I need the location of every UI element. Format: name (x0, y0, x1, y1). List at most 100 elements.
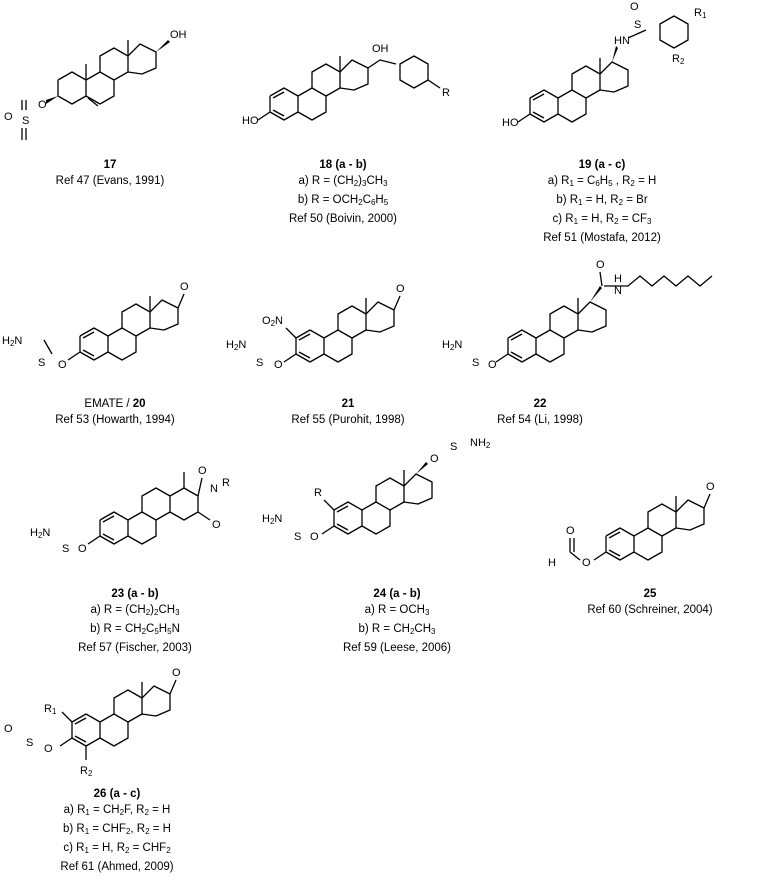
option-24a: a) R = OCH3 (364, 604, 430, 617)
caption-17: 17 Ref 47 (Evans, 1991) (40, 157, 180, 189)
compound-number-18: 18 (a - b) (319, 159, 367, 171)
c21-s-label: S (256, 357, 263, 369)
compound-number-24: 24 (a - b) (373, 588, 421, 600)
c24-r-label: R (314, 487, 322, 499)
c19-hn-label: HN (614, 35, 630, 47)
c23-h2n-label: H2N (30, 527, 50, 540)
c26-r2-label: R2 (80, 765, 93, 778)
c22-h2n-label: H2N (442, 339, 462, 352)
caption-26: 26 (a - c) a) R1 = CH2F, R2 = H b) R1 = … (42, 786, 192, 875)
c21-no2-label: O2N (262, 315, 283, 328)
reference-18: Ref 50 (Boivin, 2000) (288, 213, 398, 225)
c24-o-label: O (430, 453, 439, 465)
option-26b: b) R1 = CHF2, R2 = H (63, 823, 171, 836)
c24-s2-label: S (294, 531, 301, 543)
reference-25: Ref 60 (Schreiner, 2004) (587, 604, 713, 616)
c18-ho-label: HO (242, 115, 259, 127)
c23-s-label: S (62, 543, 69, 555)
c20-o-label: O (58, 359, 67, 371)
compound-number-21: 21 (341, 398, 355, 410)
c26-om-label: O (4, 723, 13, 735)
caption-24: 24 (a - b) a) R = OCH3 b) R = CH2CH3 Ref… (332, 586, 462, 656)
option-23b: b) R = CH2C5H5N (90, 623, 180, 636)
reference-21: Ref 55 (Purohit, 1998) (291, 414, 405, 426)
c22-o-label: O (596, 259, 605, 271)
c22-n-label: N (614, 285, 622, 297)
compound-number-19: 19 (a - c) (578, 159, 626, 171)
reference-22: Ref 54 (Li, 1998) (497, 414, 583, 426)
compound-number-17: 17 (103, 159, 117, 171)
c26-keto-o: O (172, 667, 181, 679)
c26-o-label: O (44, 743, 53, 755)
c22-s-label: S (472, 357, 479, 369)
c17-oh-label: OH (170, 29, 187, 41)
caption-19: 19 (a - c) a) R1 = C6H5 , R2 = H b) R1 =… (512, 157, 692, 246)
reference-23: Ref 57 (Fischer, 2003) (78, 642, 192, 654)
c25-h-label: H (548, 557, 556, 569)
option-19b: b) R1 = H, R2 = Br (556, 194, 648, 207)
compound-number-23: 23 (a - b) (111, 588, 159, 600)
option-24b: b) R = CH2CH3 (358, 623, 436, 636)
caption-21: 21 Ref 55 (Purohit, 1998) (278, 396, 418, 428)
c26-r1-label: R1 (44, 703, 57, 716)
c23-o-bottom: O (212, 519, 221, 531)
c25-o-label: O (566, 525, 575, 537)
caption-18: 18 (a - b) a) R = (CH2)3CH3 b) R = OCH2C… (268, 157, 418, 227)
c17-s-label: S (22, 115, 29, 127)
c23-n-label: N (210, 483, 218, 495)
option-26c: c) R1 = H, R2 = CHF2 (63, 842, 171, 855)
option-18a: a) R = (CH2)3CH3 (298, 175, 388, 188)
reference-24: Ref 59 (Leese, 2006) (342, 642, 452, 654)
c18-r-label: R (442, 87, 450, 99)
c22-o2-label: O (488, 359, 497, 371)
c25-o2-label: O (582, 557, 591, 569)
c19-r2-label: R2 (672, 53, 685, 66)
compound-name-20: EMATE / 20 (84, 398, 146, 410)
c19-s-label: S (634, 19, 641, 31)
caption-25: 25 Ref 60 (Schreiner, 2004) (580, 586, 720, 618)
c23-r-label: R (222, 477, 230, 489)
reference-20: Ref 53 (Howarth, 1994) (55, 414, 175, 426)
option-23a: a) R = (CH2)2CH3 (90, 604, 180, 617)
c19-r1-label: R1 (694, 7, 707, 20)
c20-s-label: S (38, 357, 45, 369)
c23-o-label: O (78, 543, 87, 555)
option-19c: c) R1 = H, R2 = CF3 (552, 213, 652, 226)
compound-number-25: 25 (643, 588, 657, 600)
caption-20: EMATE / 20 Ref 53 (Howarth, 1994) (50, 396, 180, 428)
reference-19: Ref 51 (Mostafa, 2012) (543, 232, 661, 244)
c26-s-label: S (26, 737, 33, 749)
compound-number-26: 26 (a - c) (93, 788, 141, 800)
c24-s-label: S (450, 441, 457, 453)
c24-h2n-label: H2N (262, 513, 282, 526)
reference-17: Ref 47 (Evans, 1991) (55, 175, 165, 187)
c19-ho-label: HO (502, 117, 519, 129)
c20-h2n-label: H2N (2, 335, 22, 348)
c21-o-label: O (274, 359, 283, 371)
c21-h2n-label: H2N (226, 339, 246, 352)
c23-o-top: O (198, 465, 207, 477)
compound-number-22: 22 (533, 398, 547, 410)
option-26a: a) R1 = CH2F, R2 = H (63, 804, 171, 817)
c17-o-label: O (38, 99, 47, 111)
caption-22: 22 Ref 54 (Li, 1998) (480, 396, 600, 428)
option-18b: b) R = OCH2C6H5 (297, 194, 389, 207)
